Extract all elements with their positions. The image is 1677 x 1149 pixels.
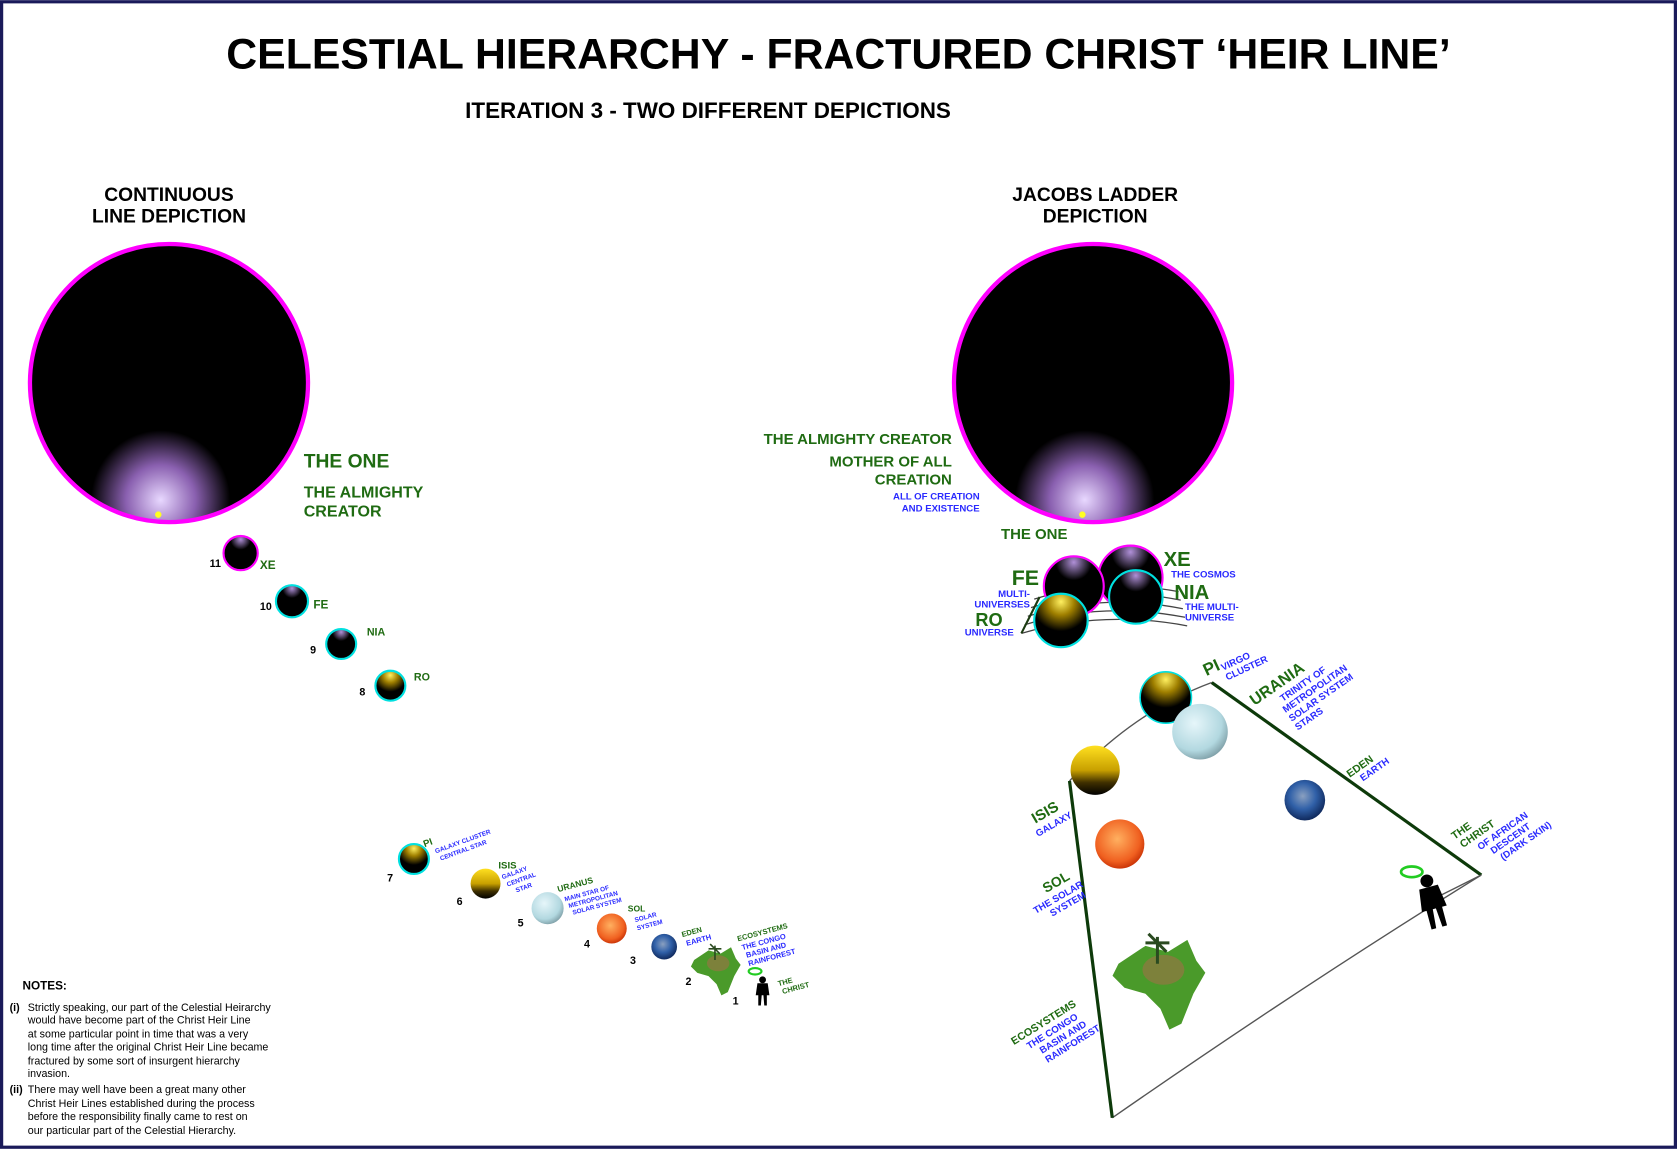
ro-label: RO — [975, 610, 1002, 630]
item-name: THE — [777, 976, 794, 989]
pi-sphere — [397, 842, 430, 876]
the-one-label: THE ONE — [1001, 526, 1068, 543]
isis-sphere — [470, 868, 501, 899]
mother-label-1: MOTHER OF ALL — [829, 453, 952, 470]
item-name: PI — [422, 836, 435, 850]
xe-sphere — [222, 534, 259, 572]
right-heading-1: JACOBS LADDER — [1012, 185, 1178, 206]
left-ladder-rail — [1067, 780, 1114, 1119]
item-number: 3 — [630, 955, 636, 967]
halo-icon — [1399, 865, 1424, 879]
star-dot — [155, 511, 162, 518]
item-number: 5 — [518, 917, 524, 929]
item-name: ISIS — [498, 861, 517, 872]
star-dot — [1079, 511, 1086, 518]
notes: NOTES: (i) Strictly speaking, our part o… — [10, 979, 272, 1136]
note-line: before the responsibility finally came t… — [28, 1111, 248, 1123]
creator-label-1: THE ALMIGHTY — [304, 483, 424, 501]
note-line: Strictly speaking, our part of the Celes… — [28, 1002, 272, 1014]
ro-sphere — [1033, 592, 1089, 649]
notes-heading: NOTES: — [22, 979, 66, 992]
nia-desc: UNIVERSE — [1185, 612, 1235, 623]
pi-label: PI — [1200, 656, 1223, 680]
sol-sphere — [1095, 819, 1145, 869]
note-line: fractured by some sort of insurgent hier… — [28, 1055, 241, 1067]
page-title: CELESTIAL HIERARCHY - FRACTURED CHRIST ‘… — [226, 31, 1450, 79]
isis-sphere — [1070, 745, 1120, 795]
creator-label-2: CREATOR — [304, 503, 382, 521]
continuous-line-depiction: CONTINUOUS LINE DEPICTION THE ONE THE AL… — [27, 185, 811, 1007]
item-name: FE — [313, 599, 328, 612]
left-heading-2: LINE DEPICTION — [92, 207, 246, 228]
item-number: 6 — [457, 896, 463, 908]
item-number: 1 — [733, 995, 739, 1007]
note-marker: (i) — [10, 1002, 21, 1014]
item-name: NIA — [367, 626, 386, 638]
note-line: long time after the original Christ Heir… — [28, 1041, 269, 1053]
pi-sphere — [1139, 671, 1193, 724]
uranus-sphere — [531, 892, 564, 925]
item-number: 8 — [359, 686, 365, 698]
note-marker: (ii) — [10, 1084, 23, 1096]
note-line: our particular part of the Celestial Hie… — [28, 1125, 236, 1137]
item-number: 7 — [387, 872, 393, 884]
the-one-label: THE ONE — [304, 452, 390, 473]
earth-sphere — [651, 933, 678, 960]
note-line: would have become part of the Christ Hei… — [27, 1015, 251, 1027]
item-number: 4 — [584, 939, 590, 951]
note-line: There may well have been a great many ot… — [28, 1084, 246, 1096]
nia-sphere — [1108, 569, 1164, 625]
item-number: 9 — [310, 645, 316, 657]
halo-icon — [747, 967, 763, 976]
sol-sphere — [596, 913, 627, 944]
fe-desc: MULTI- — [998, 589, 1030, 600]
fe-sphere — [274, 584, 310, 619]
xe-label: XE — [1164, 549, 1191, 571]
note-line: invasion. — [28, 1068, 70, 1080]
all-creation-2: AND EXISTENCE — [902, 503, 981, 514]
note-line: at some particular point in time that wa… — [28, 1029, 249, 1041]
left-heading-1: CONTINUOUS — [104, 185, 234, 206]
rail-connector — [1438, 874, 1482, 898]
item-number: 2 — [686, 976, 692, 988]
nia-desc: THE MULTI- — [1185, 602, 1239, 613]
nia-sphere — [325, 627, 358, 661]
all-creation-1: ALL OF CREATION — [893, 492, 980, 503]
nia-label: NIA — [1174, 582, 1209, 604]
item-number: 11 — [210, 558, 221, 570]
the-one-sphere — [27, 241, 311, 525]
item-name: SOL — [628, 903, 646, 913]
fe-desc: UNIVERSES — [974, 600, 1030, 611]
note-line: Christ Heir Lines established during the… — [28, 1098, 255, 1110]
page-subtitle: ITERATION 3 - TWO DIFFERENT DEPICTIONS — [465, 98, 951, 123]
urania-sphere — [1172, 703, 1228, 760]
earth-sphere — [1284, 779, 1326, 821]
fe-label: FE — [1012, 566, 1039, 590]
item-name: RO — [414, 671, 430, 683]
mother-label-2: CREATION — [875, 472, 952, 489]
item-name: XE — [260, 559, 276, 572]
right-heading-2: DEPICTION — [1043, 207, 1148, 228]
creator-label: THE ALMIGHTY CREATOR — [764, 431, 952, 448]
ro-desc: UNIVERSE — [965, 627, 1015, 638]
item-number: 10 — [260, 601, 272, 613]
creator-sphere — [951, 241, 1235, 525]
xe-desc: THE COSMOS — [1171, 570, 1236, 581]
ro-sphere — [374, 669, 407, 702]
right-ladder-rail — [1210, 681, 1483, 877]
